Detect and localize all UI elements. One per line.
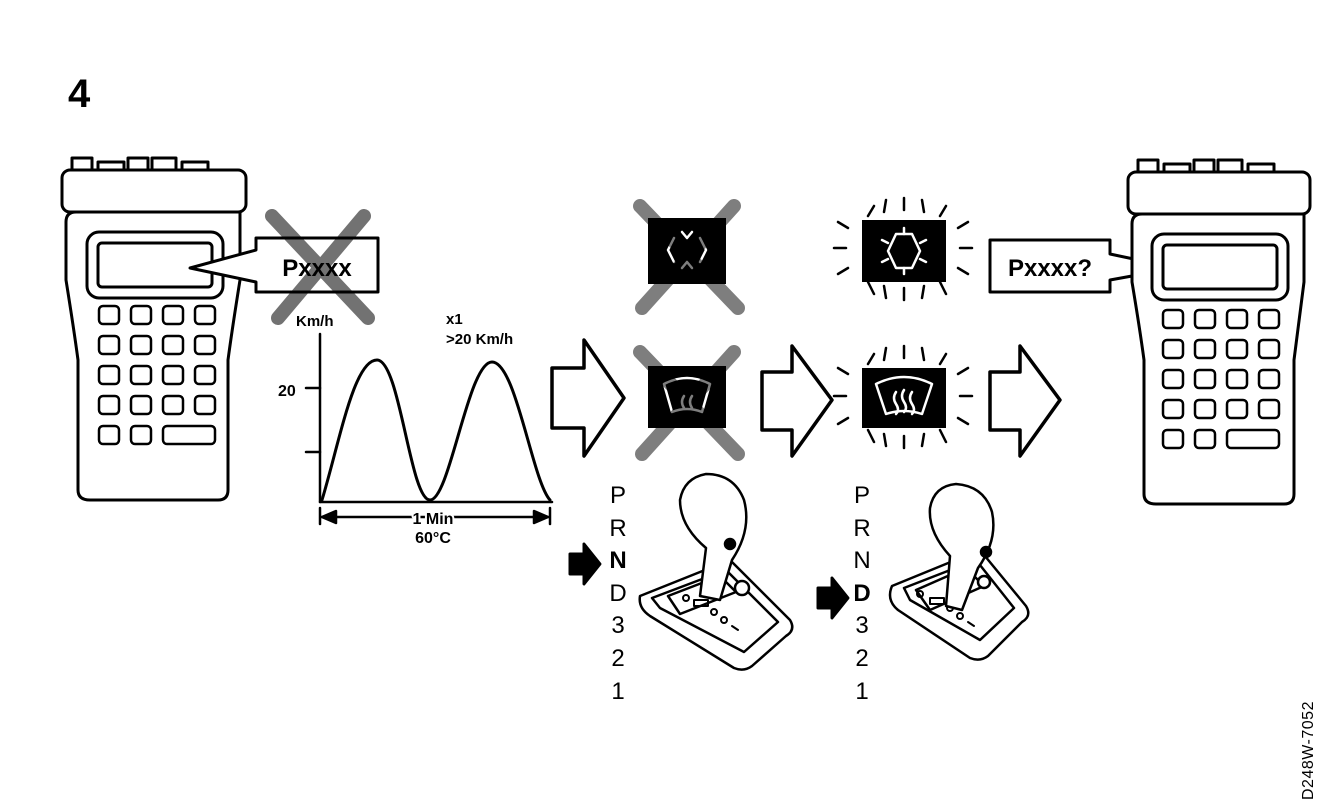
light-rays bbox=[832, 196, 974, 302]
callout-dtc-check-text: Pxxxx? bbox=[1008, 255, 1092, 282]
scanner-screen bbox=[1161, 243, 1279, 291]
gear-position-2: 2 bbox=[611, 644, 625, 672]
reference-code: D248W-7052 bbox=[1300, 701, 1317, 800]
cross-out-mark bbox=[265, 209, 375, 325]
shifter-illustration-1 bbox=[638, 472, 794, 671]
graph-y-tick: 20 bbox=[278, 383, 296, 400]
shifter-illustration-2 bbox=[888, 482, 1030, 661]
graph-repeat-label: x1 bbox=[446, 311, 463, 328]
graph-y-label: Km/h bbox=[296, 313, 334, 330]
crossed-snowflake-icon bbox=[633, 199, 745, 315]
step-number: 4 bbox=[68, 72, 91, 116]
graph-duration-label: 1 Min bbox=[413, 511, 454, 528]
gear-position-2: 2 bbox=[855, 644, 869, 672]
pointer-arrow-1 bbox=[568, 542, 602, 586]
arrow-right-3 bbox=[988, 344, 1062, 458]
gear-position-n: N bbox=[853, 547, 871, 575]
graph-speed-condition: >20 Km/h bbox=[446, 331, 513, 348]
scanner-keypad bbox=[97, 304, 217, 446]
crossed-rear-defrost-icon bbox=[633, 345, 745, 461]
scanner-connector bbox=[60, 156, 248, 214]
gear-position-r: R bbox=[853, 514, 871, 542]
gear-position-1: 1 bbox=[855, 677, 869, 705]
gear-position-n: N bbox=[609, 547, 627, 575]
gear-position-d: D bbox=[853, 579, 871, 607]
pointer-arrow-2 bbox=[816, 576, 850, 620]
arrow-right-1 bbox=[550, 338, 626, 458]
scanner-connector bbox=[1126, 158, 1312, 216]
gear-position-1: 1 bbox=[611, 677, 625, 705]
callout-dtc-cleared: Pxxxx bbox=[188, 209, 380, 325]
snowflake-lit-icon bbox=[832, 196, 974, 302]
speed-graph: Km/h x1 >20 Km/h 20 1 Min 60°C bbox=[278, 311, 554, 547]
rear-defrost-lit-icon bbox=[832, 344, 974, 450]
scan-tool-right bbox=[1126, 158, 1312, 506]
gear-position-r: R bbox=[609, 514, 627, 542]
callout-dtc-check: Pxxxx? bbox=[988, 238, 1178, 294]
duration-arrow bbox=[318, 506, 552, 526]
gear-position-3: 3 bbox=[611, 612, 625, 640]
arrow-right-2 bbox=[760, 344, 834, 458]
speed-curve bbox=[320, 358, 552, 502]
graph-temperature-label: 60°C bbox=[415, 530, 451, 547]
light-rays bbox=[832, 344, 974, 450]
scan-tool-left bbox=[60, 156, 248, 502]
gear-position-p: P bbox=[853, 482, 870, 509]
gear-position-d: D bbox=[609, 579, 627, 607]
scanner-screen bbox=[96, 241, 214, 289]
gear-position-p: P bbox=[609, 482, 626, 509]
scanner-keypad bbox=[1161, 308, 1281, 450]
gear-position-3: 3 bbox=[855, 612, 869, 640]
